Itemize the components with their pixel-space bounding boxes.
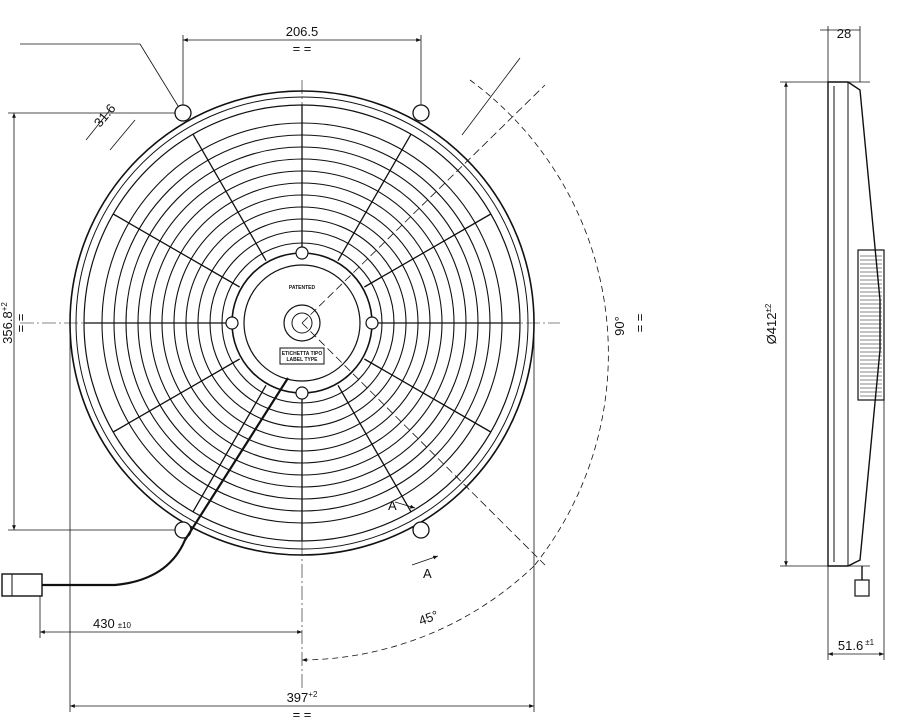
section-a-label-upper: A [388, 498, 397, 513]
patented-text: PATENTED [289, 285, 316, 291]
guard-spoke [192, 385, 267, 513]
motor-profile [857, 249, 885, 401]
shroud-profile [827, 81, 881, 567]
side-connector [854, 579, 870, 597]
angle-ray-upper [301, 84, 546, 324]
guard-spoke [364, 358, 492, 433]
dim-bolt-offset: 31.6 [91, 101, 119, 130]
equal-mark-bottom: = = [293, 707, 312, 722]
motor-housing [243, 264, 361, 382]
motor-bolt-right [365, 316, 379, 330]
mount-tab-bottom-right [412, 521, 430, 539]
dim-depth-top: 28 [837, 26, 851, 41]
section-a-label-lower: A [423, 566, 432, 581]
angle-arc-45 [301, 565, 535, 662]
guard-spoke [364, 213, 492, 288]
leader-top-left-d [139, 43, 179, 107]
power-cable [40, 377, 289, 587]
motor-fins [860, 255, 882, 397]
label-type-line2: LABEL TYPE [286, 357, 318, 363]
dim-height: 356.8+2 [0, 302, 15, 344]
shroud-inner-ring [75, 96, 529, 550]
angle-arc-90 [469, 79, 609, 567]
section-a-arrow-lower [411, 555, 439, 566]
dim-angle-90: 90° [612, 316, 627, 336]
type-label-box [279, 347, 325, 365]
motor-bolt-top [295, 246, 309, 260]
dim-cable-length: 430±10 [93, 616, 132, 631]
motor-bolt-bottom [295, 386, 309, 400]
dim-line-bolt-offset-b [109, 119, 136, 151]
dim-depth-bottom: 51.6±1 [838, 638, 875, 653]
guard-spoke [192, 133, 267, 261]
label-type-line1: ETICHETTA TIPO [282, 351, 323, 357]
dim-width: 397+2 [287, 690, 318, 705]
motor-hub [283, 304, 321, 342]
guard-spoke [337, 133, 412, 261]
front-view [1, 80, 560, 690]
equal-mark-right: = = [632, 314, 647, 333]
mount-tab-top-left [174, 104, 192, 122]
dim-line-bolt-offset-a [85, 109, 111, 141]
mount-tab-top-right [412, 104, 430, 122]
equal-mark-left: = = [13, 314, 28, 333]
motor-shaft [291, 312, 313, 334]
dim-angle-45: 45° [417, 607, 441, 628]
side-view [780, 26, 885, 660]
equal-mark-top: = = [293, 41, 312, 56]
guard-spoke [112, 213, 240, 288]
guard-spokes [84, 105, 520, 541]
guard-spoke [337, 385, 412, 513]
leader-top-right [461, 57, 521, 136]
dim-mount-spacing: 206.5 [286, 24, 319, 39]
cable-connector [1, 573, 43, 597]
section-a-arrow-upper [394, 501, 416, 509]
shroud-outer-ring [69, 90, 535, 556]
guard-spoke [112, 358, 240, 433]
front-dimensions [8, 35, 609, 712]
dim-diameter: Ø412±2 [764, 303, 779, 344]
angle-ray-lower [301, 322, 546, 566]
motor-bolt-left [225, 316, 239, 330]
